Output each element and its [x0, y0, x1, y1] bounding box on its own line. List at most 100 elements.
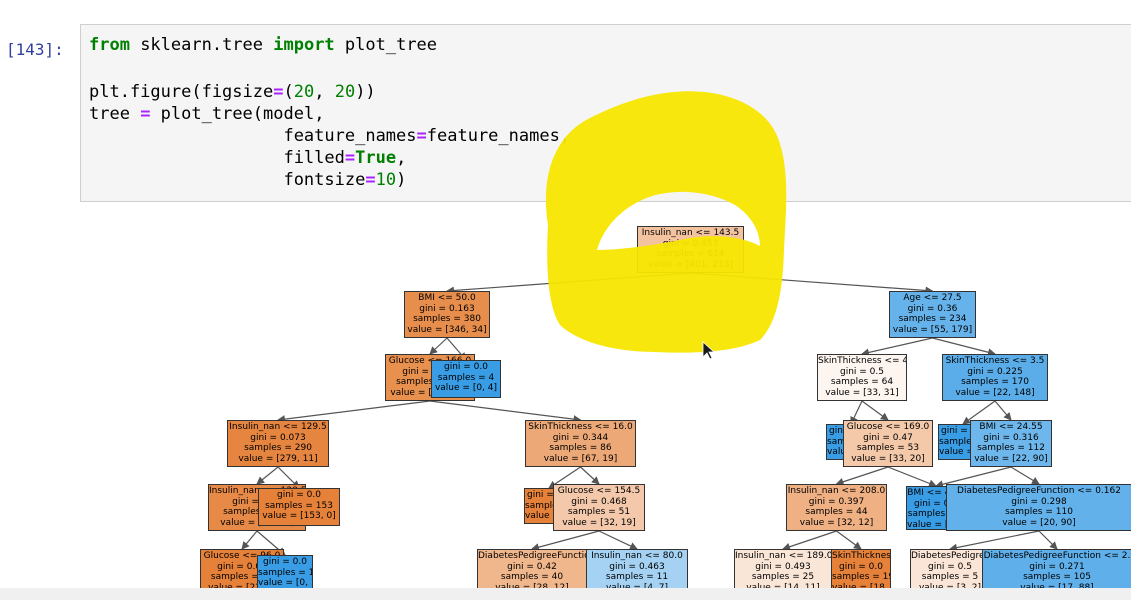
- node-text: gini = 0.0: [941, 426, 985, 436]
- node-text: value = [153, 0]: [262, 511, 336, 521]
- node-text: samples = 86: [549, 443, 612, 453]
- tree-edge: [861, 400, 889, 421]
- keyword-import: import: [273, 35, 335, 55]
- node-text: BMI <= 40.0: [907, 488, 965, 498]
- tree-edge: [1010, 466, 1040, 485]
- node-text: samples = 137: [223, 507, 291, 517]
- node-text: samples = 44: [805, 507, 868, 517]
- tree-edge: [531, 530, 600, 552]
- code-token: plot_tree(model,: [150, 104, 325, 124]
- code-cell[interactable]: from sklearn.tree import plot_tree plt.f…: [80, 24, 1131, 202]
- node-text: value = [14, 11]: [735, 583, 831, 594]
- node-text: Insulin_nan <= 143.5: [641, 228, 740, 238]
- code-token: ): [396, 170, 407, 190]
- tree-edge: [277, 400, 431, 424]
- node-text: samples = 40: [500, 572, 564, 582]
- node-text: gini = 0.0: [277, 490, 321, 500]
- node-text: gini = 0.5: [840, 366, 884, 377]
- code-line-6: fontsize=10): [89, 170, 406, 190]
- node-text: value = [32, 12]: [799, 517, 874, 528]
- code-token: (: [283, 82, 294, 102]
- node-text: value = [17, 88]: [983, 583, 1131, 594]
- tree-edge: [962, 400, 996, 425]
- node-text: DiabetesPedigreeFunction <= 0.162: [957, 486, 1121, 496]
- node-text: Insulin_nan <= 189.0: [735, 551, 832, 561]
- tree-edge: [256, 466, 279, 485]
- node-text: samples = 51: [567, 507, 631, 517]
- tree-edge: [429, 400, 582, 424]
- node-text: value = [28, 12]: [478, 583, 586, 594]
- code-token: )): [355, 82, 376, 102]
- code-token: fontsize: [89, 170, 366, 190]
- node-text: samples = 376: [396, 377, 464, 387]
- node-text: SkinThickness <= 20.0: [832, 551, 891, 561]
- node-text: gini = 0.316: [983, 432, 1039, 443]
- tree-edge: [994, 400, 1012, 421]
- node-text: value = [22, 148]: [955, 387, 1035, 398]
- node-text: samples = 110: [1005, 507, 1073, 517]
- tree-edge: [782, 530, 837, 551]
- tree-edge: [861, 337, 933, 357]
- tree-edge: [690, 272, 934, 295]
- node-text: samples = 25: [751, 572, 815, 582]
- node-text: value = [33, 20]: [851, 453, 925, 464]
- tree-edge: [887, 466, 937, 488]
- node-text: gini = 0.153: [402, 366, 458, 377]
- node-text: samples = 170: [961, 377, 1029, 387]
- node-text: value = [18, 1]: [832, 583, 890, 594]
- node-text: samples = 614: [656, 249, 725, 259]
- node-text: gini = 0.36: [907, 303, 958, 314]
- node-text: gini = 0.0: [914, 498, 958, 509]
- node-text: Glucose <= 154.5: [557, 486, 641, 496]
- node-text: value = [22, 1]: [201, 583, 283, 594]
- code-number: 20: [334, 82, 356, 102]
- node-text: samples = 23: [210, 572, 274, 582]
- node-text: Glucose <= 169.0: [846, 422, 930, 432]
- node-text: Glucose <= 96.0: [203, 551, 281, 561]
- tree-edge: [836, 530, 862, 550]
- node-text: samples = 9: [907, 509, 965, 519]
- code-operator: =: [365, 170, 376, 190]
- node-text: gini = 0.09: [217, 561, 267, 572]
- node-text: samples = 53: [856, 443, 920, 453]
- node-text: gini = 0.397: [808, 496, 865, 507]
- node-text: Insulin_nan <= 128.5: [209, 486, 305, 496]
- node-text: gini = 0.073: [250, 432, 306, 443]
- horizontal-scrollbar[interactable]: [0, 588, 1131, 600]
- node-text: value = [20, 90]: [1002, 517, 1076, 528]
- code-line-1: from sklearn.tree import plot_tree: [89, 35, 437, 55]
- code-token: feature_names,: [426, 126, 571, 146]
- node-text: gini = 0.0: [263, 557, 307, 567]
- node-text: value = [22, 90]: [974, 453, 1048, 464]
- node-text: DiabetesPedigreeFunction: [911, 551, 989, 561]
- node-text: value = [35, 0]: [525, 511, 573, 521]
- node-text: value = [346, 30]: [390, 387, 470, 398]
- node-text: samples = 5: [921, 572, 979, 582]
- tree-edge: [580, 466, 600, 485]
- tree-edge: [241, 530, 258, 550]
- node-text: gini = 0.463: [609, 561, 665, 572]
- node-text: samples = 380: [413, 314, 481, 324]
- code-keyword: True: [355, 148, 397, 168]
- node-text: gini = 0.5: [928, 561, 972, 572]
- node-text: value = [279, 11]: [238, 453, 318, 464]
- node-text: samples = 4: [437, 372, 495, 383]
- node-text: gini = 0.298: [1011, 496, 1067, 507]
- tree-edge: [932, 337, 996, 357]
- code-line-4: feature_names=feature_names,: [89, 126, 570, 146]
- node-text: gini = 0.493: [755, 561, 811, 572]
- node-text: Insulin_nan <= 208.0: [787, 486, 886, 496]
- code-token: ,: [396, 148, 407, 168]
- node-text: samples = 35: [525, 500, 573, 511]
- node-text: value = [0, 4]: [434, 383, 498, 393]
